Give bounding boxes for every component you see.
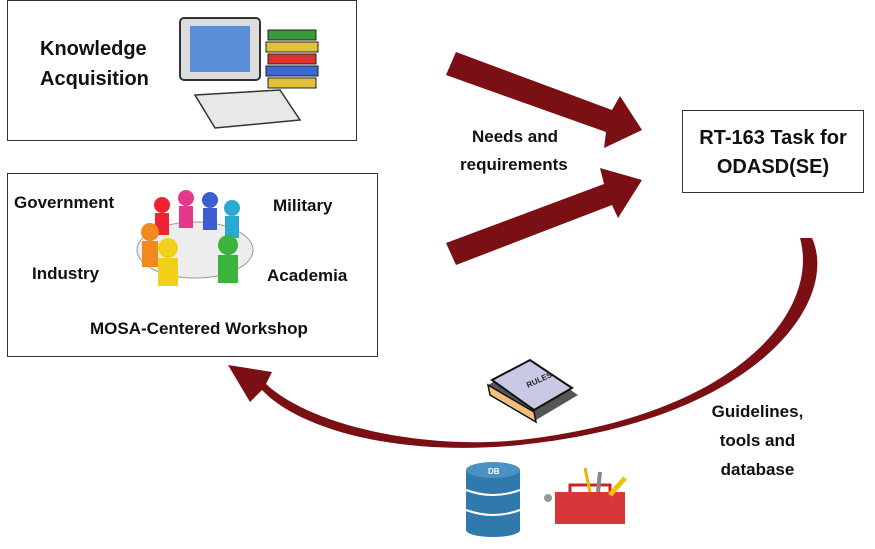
label-government: Government [14,193,115,212]
workshop-box [7,173,378,357]
computer-books-icon [179,17,319,129]
guidelines-line3: database [720,460,795,479]
db-label: DB [488,467,500,476]
round-table-people-icon [136,190,254,286]
needs-label-line2: requirements [460,155,568,174]
arrow-needs-top [446,52,642,148]
label-military: Military [273,196,333,215]
rules-book-icon: RULES [486,358,578,424]
task-line2: ODASD(SE) [716,156,830,178]
label-academia: Academia [267,266,348,285]
task-line1: RT-163 Task for [699,127,847,149]
label-industry: Industry [32,264,100,283]
knowledge-acquisition-box [7,0,357,141]
needs-label-line1: Needs and [472,127,558,146]
database-icon: DB [465,462,521,537]
task-box [682,110,864,193]
knowledge-title-line1: Knowledge [40,38,147,60]
guidelines-line1: Guidelines, [711,402,804,421]
workshop-caption: MOSA-Centered Workshop [90,319,308,338]
arrow-needs-bottom [446,168,642,265]
toolbox-icon [544,467,627,524]
guidelines-line2: tools and [719,431,796,450]
knowledge-title-line2: Acquisition [40,68,149,90]
